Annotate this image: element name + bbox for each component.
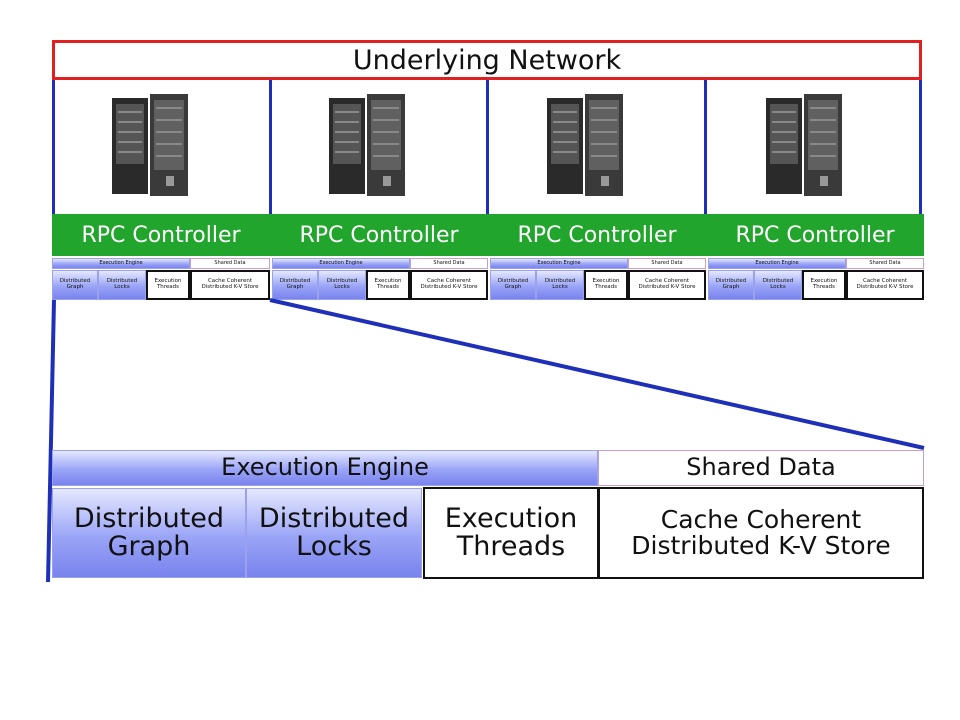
- detail-shared-data: Shared Data: [598, 450, 924, 486]
- mini-distributed-locks: Distributed Locks: [754, 270, 802, 300]
- zoom-line-right: [269, 298, 925, 450]
- rpc-label: RPC Controller: [299, 222, 459, 248]
- mini-distributed-locks: Distributed Locks: [318, 270, 366, 300]
- detail-kv-store: Cache Coherent Distributed K-V Store: [598, 487, 924, 579]
- mini-execution-threads: Execution Threads: [146, 270, 190, 300]
- mini-shared-data: Shared Data: [190, 258, 270, 269]
- server-rack-icon: [329, 94, 405, 196]
- rpc-controller: RPC Controller: [52, 214, 270, 256]
- mini-distributed-graph: Distributed Graph: [52, 270, 98, 300]
- server-rack-icon: [766, 94, 842, 196]
- mini-distributed-graph: Distributed Graph: [272, 270, 318, 300]
- server-rack-icon: [112, 94, 188, 196]
- rpc-label: RPC Controller: [517, 222, 677, 248]
- mini-kv-store: Cache Coherent Distributed K-V Store: [846, 270, 924, 300]
- rpc-label: RPC Controller: [81, 222, 241, 248]
- detail-execution-engine: Execution Engine: [52, 450, 598, 486]
- mini-kv-store: Cache Coherent Distributed K-V Store: [410, 270, 488, 300]
- rpc-controller: RPC Controller: [488, 214, 706, 256]
- mini-execution-threads: Execution Threads: [584, 270, 628, 300]
- rpc-label: RPC Controller: [735, 222, 895, 248]
- rpc-controller: RPC Controller: [706, 214, 924, 256]
- mini-execution-engine: Execution Engine: [52, 258, 190, 269]
- column-divider: [52, 80, 55, 214]
- mini-distributed-graph: Distributed Graph: [490, 270, 536, 300]
- detail-execution-threads: Execution Threads: [423, 487, 599, 579]
- mini-execution-threads: Execution Threads: [366, 270, 410, 300]
- column-divider: [704, 80, 707, 214]
- column-divider: [269, 80, 272, 214]
- mini-execution-engine: Execution Engine: [490, 258, 628, 269]
- column-divider: [919, 80, 922, 214]
- mini-shared-data: Shared Data: [846, 258, 924, 269]
- mini-execution-threads: Execution Threads: [802, 270, 846, 300]
- server-rack-icon: [547, 94, 623, 196]
- rpc-controller: RPC Controller: [270, 214, 488, 256]
- mini-shared-data: Shared Data: [410, 258, 488, 269]
- detail-distributed-locks: Distributed Locks: [246, 488, 422, 578]
- network-label: Underlying Network: [352, 44, 622, 76]
- mini-distributed-locks: Distributed Locks: [98, 270, 146, 300]
- detail-distributed-graph: Distributed Graph: [52, 488, 246, 578]
- column-divider: [486, 80, 489, 214]
- mini-execution-engine: Execution Engine: [708, 258, 846, 269]
- mini-distributed-graph: Distributed Graph: [708, 270, 754, 300]
- mini-shared-data: Shared Data: [628, 258, 706, 269]
- mini-kv-store: Cache Coherent Distributed K-V Store: [190, 270, 270, 300]
- mini-kv-store: Cache Coherent Distributed K-V Store: [628, 270, 706, 300]
- underlying-network-bar: Underlying Network: [52, 40, 922, 80]
- mini-execution-engine: Execution Engine: [272, 258, 410, 269]
- mini-distributed-locks: Distributed Locks: [536, 270, 584, 300]
